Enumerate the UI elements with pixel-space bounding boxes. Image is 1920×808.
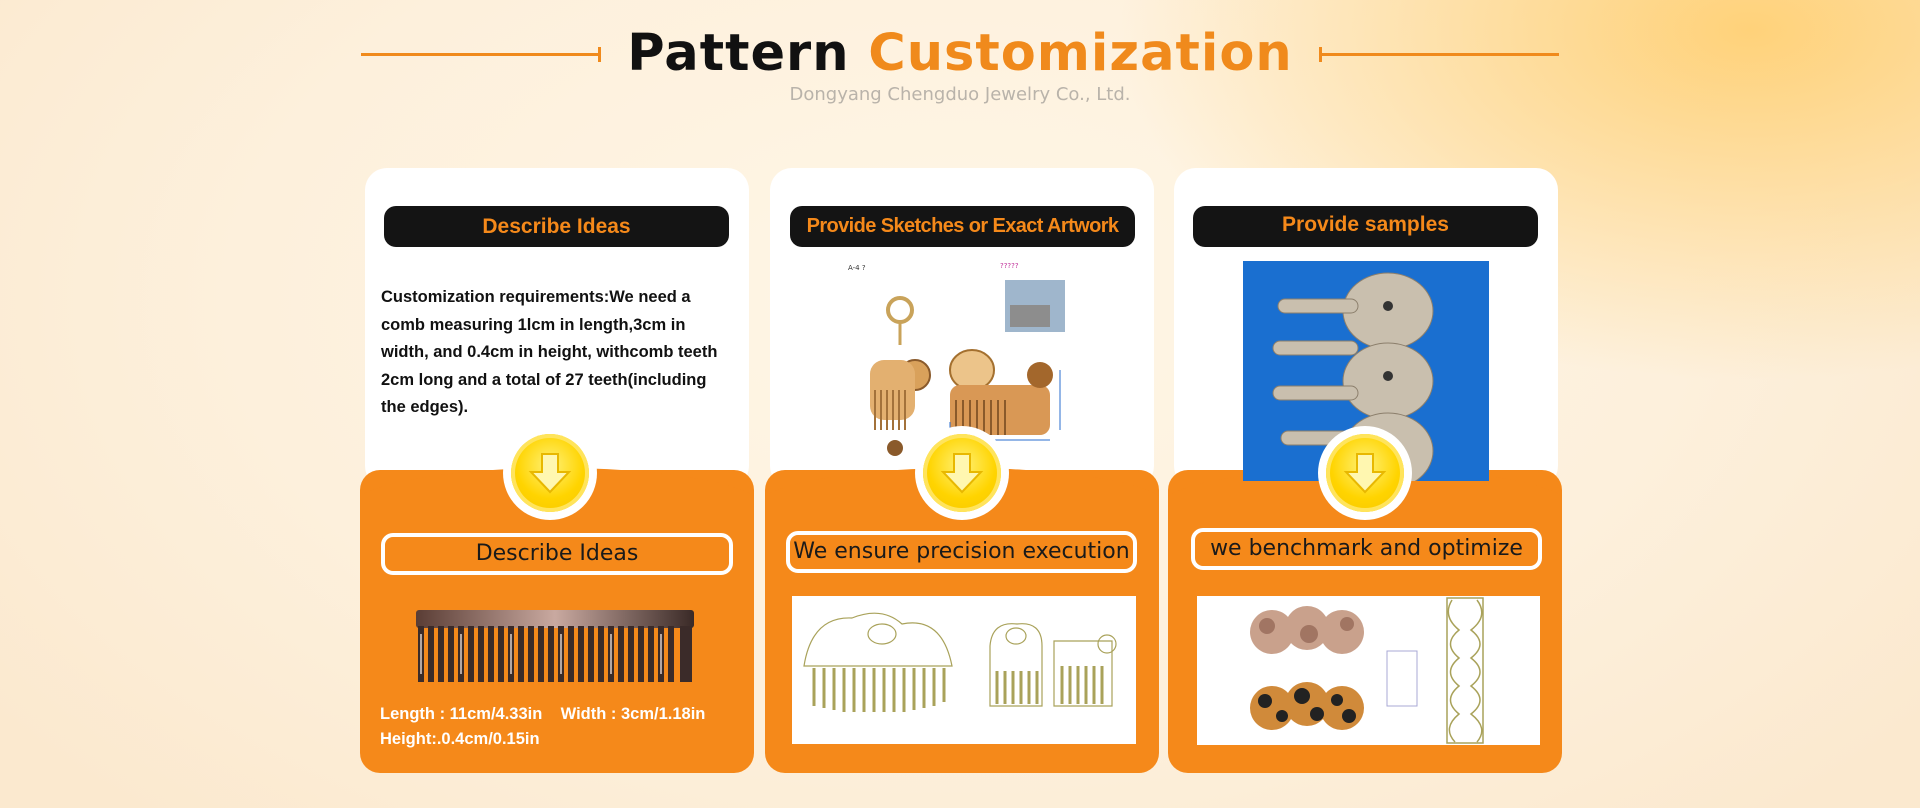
- title-line-right: [1318, 46, 1559, 62]
- optimized-sample-image: [1197, 596, 1540, 745]
- comb-photo: [414, 608, 696, 684]
- dimensions-line-2: Height:.0.4cm/0.15in: [380, 730, 540, 748]
- down-arrow-icon: [1318, 426, 1412, 520]
- step-2-bottom-label: We ensure precision execution: [786, 531, 1137, 573]
- down-arrow-icon: [915, 426, 1009, 520]
- step-3-top-label: Provide samples: [1193, 206, 1538, 247]
- step-2-top-label: Provide Sketches or Exact Artwork: [790, 206, 1135, 247]
- company-subtitle: Dongyang Chengduo Jewelry Co., Ltd.: [789, 84, 1131, 105]
- svg-text:?????: ?????: [1000, 262, 1019, 270]
- page-header: Pattern Customization Dongyang Chengduo …: [0, 0, 1920, 120]
- title-line-left: [361, 46, 602, 62]
- down-arrow-icon: [503, 426, 597, 520]
- step-1-description: Customization requirements:We need a com…: [381, 288, 718, 416]
- svg-text:A-4 ?: A-4 ?: [848, 264, 866, 272]
- title-part-1: Pattern: [627, 24, 850, 83]
- precision-drawing-image: [792, 596, 1136, 744]
- step-1-top-label: Describe Ideas: [384, 206, 729, 247]
- title-row: Pattern Customization: [0, 22, 1920, 86]
- step-3-bottom-label: we benchmark and optimize: [1191, 528, 1542, 570]
- dimensions-line-1: Length : 11cm/4.33in Width : 3cm/1.18in: [380, 705, 706, 723]
- page-title: Pattern Customization: [627, 22, 1292, 86]
- title-part-2: Customization: [868, 24, 1293, 83]
- step-1-bottom-label: Describe Ideas: [381, 533, 733, 575]
